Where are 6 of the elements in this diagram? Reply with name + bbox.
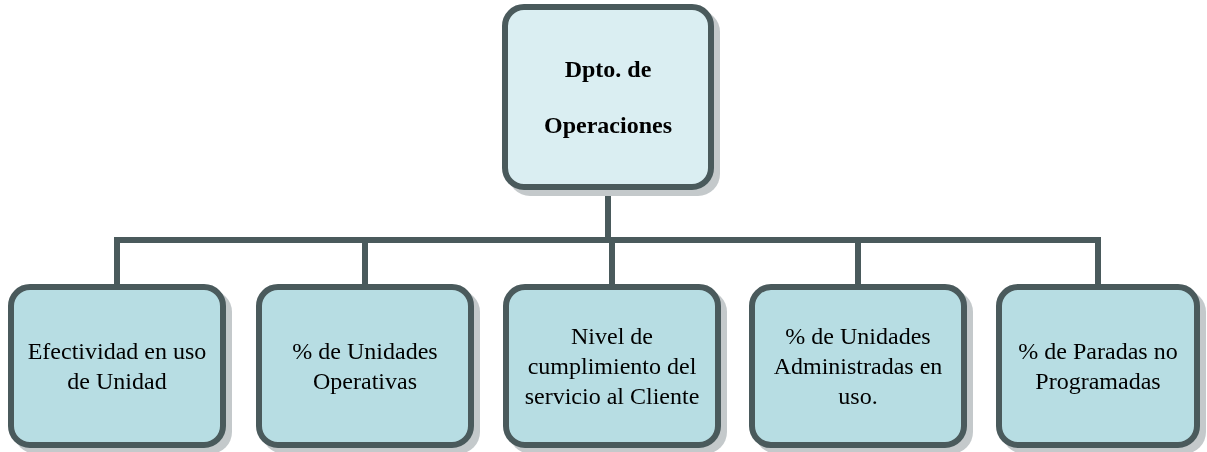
- indicator-label: Efectividad en uso de Unidad: [26, 337, 208, 396]
- indicator-label: Nivel de cumplimiento del servicio al Cliente: [523, 322, 701, 411]
- indicator-label: % de Unidades Operativas: [291, 337, 439, 396]
- department-title: Dpto. de Operaciones: [543, 55, 673, 140]
- indicator-label: % de Unidades Administradas en uso.: [772, 322, 944, 411]
- indicator-label: % de Paradas no Programadas: [1017, 337, 1179, 396]
